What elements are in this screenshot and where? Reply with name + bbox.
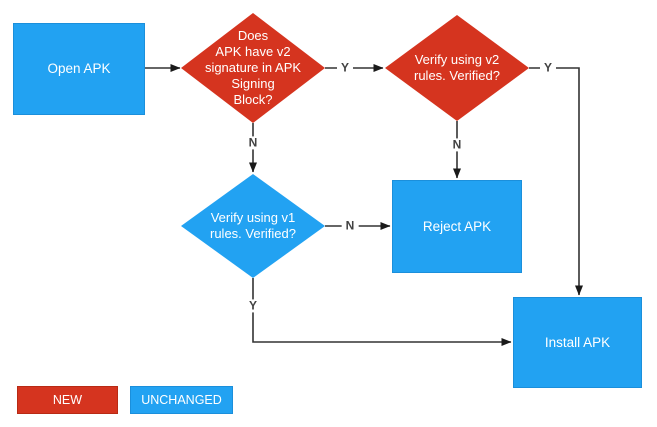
node-v1-verify: Verify using v1 rules. Verified? [181, 174, 325, 278]
node-open-apk: Open APK [13, 23, 145, 115]
node-v1-verify-label: Verify using v1 rules. Verified? [210, 210, 296, 241]
legend-unchanged-label: UNCHANGED [141, 393, 222, 407]
edge-label-v1verify-yes: Y [244, 299, 262, 313]
node-v2-signature-check-label: Does APK have v2 signature in APK Signin… [204, 28, 302, 107]
node-install-apk-label: Install APK [544, 334, 611, 350]
node-open-apk-label: Open APK [47, 61, 111, 77]
edge-label-v2check-yes: Y [336, 61, 354, 75]
node-v2-verify: Verify using v2 rules. Verified? [385, 15, 529, 121]
legend-unchanged: UNCHANGED [130, 386, 233, 414]
node-install-apk: Install APK [513, 297, 642, 388]
edge-v1verify-yes-to-install [252, 278, 512, 346]
node-v2-signature-check: Does APK have v2 signature in APK Signin… [181, 13, 325, 123]
node-v2-verify-label: Verify using v2 rules. Verified? [414, 52, 500, 83]
legend-new: NEW [17, 386, 118, 414]
legend-new-label: NEW [52, 393, 83, 407]
edge-v2verify-yes-to-install [529, 67, 583, 296]
edge-label-v2verify-yes: Y [539, 61, 557, 75]
node-reject-apk: Reject APK [392, 180, 522, 273]
edge-label-v2check-no: N [244, 136, 262, 150]
edge-label-v2verify-no: N [448, 138, 466, 152]
edge-label-v1verify-no: N [341, 219, 359, 233]
node-reject-apk-label: Reject APK [422, 218, 492, 234]
